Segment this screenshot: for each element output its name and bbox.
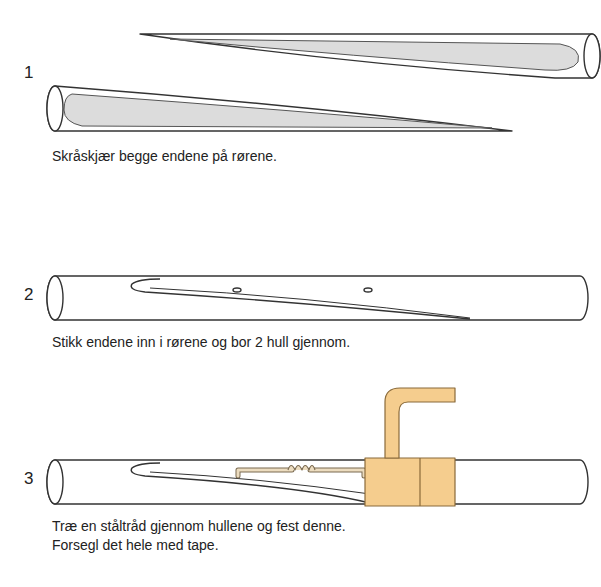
step-caption: Skråskjær begge endene på rørene. bbox=[52, 148, 277, 165]
pipe-lower bbox=[47, 86, 512, 131]
pipe-joined bbox=[47, 460, 588, 504]
scarf-seam bbox=[150, 288, 470, 318]
step-number: 3 bbox=[24, 470, 33, 487]
steel-wire bbox=[238, 470, 364, 476]
pipe-end bbox=[47, 460, 63, 504]
scarf-seam bbox=[150, 472, 370, 494]
pipe-upper bbox=[140, 34, 600, 78]
step-number: 1 bbox=[24, 64, 33, 81]
step-caption: Træ en ståltråd gjennom hullene og fest … bbox=[52, 518, 346, 535]
step-caption: Stikk endene inn i rørene og bor 2 hull … bbox=[52, 334, 350, 351]
tape-loose-end bbox=[385, 388, 455, 458]
step-number: 2 bbox=[24, 286, 33, 303]
pipe-end bbox=[47, 276, 63, 320]
scarf-seam bbox=[131, 279, 470, 319]
pipe-joined bbox=[47, 276, 588, 320]
drill-hole bbox=[364, 288, 372, 292]
tape-wrap bbox=[365, 458, 455, 506]
pipe-end bbox=[584, 34, 600, 78]
pipe-end bbox=[47, 86, 63, 131]
step-caption: Forsegl det hele med tape. bbox=[52, 537, 219, 554]
drill-hole bbox=[233, 288, 241, 292]
steel-wire bbox=[238, 470, 364, 476]
wire-knot bbox=[288, 466, 315, 471]
scarf-seam bbox=[131, 463, 370, 503]
pipe-inner bbox=[64, 94, 492, 128]
pipe-inner bbox=[170, 39, 579, 70]
tape-edge bbox=[419, 458, 420, 506]
